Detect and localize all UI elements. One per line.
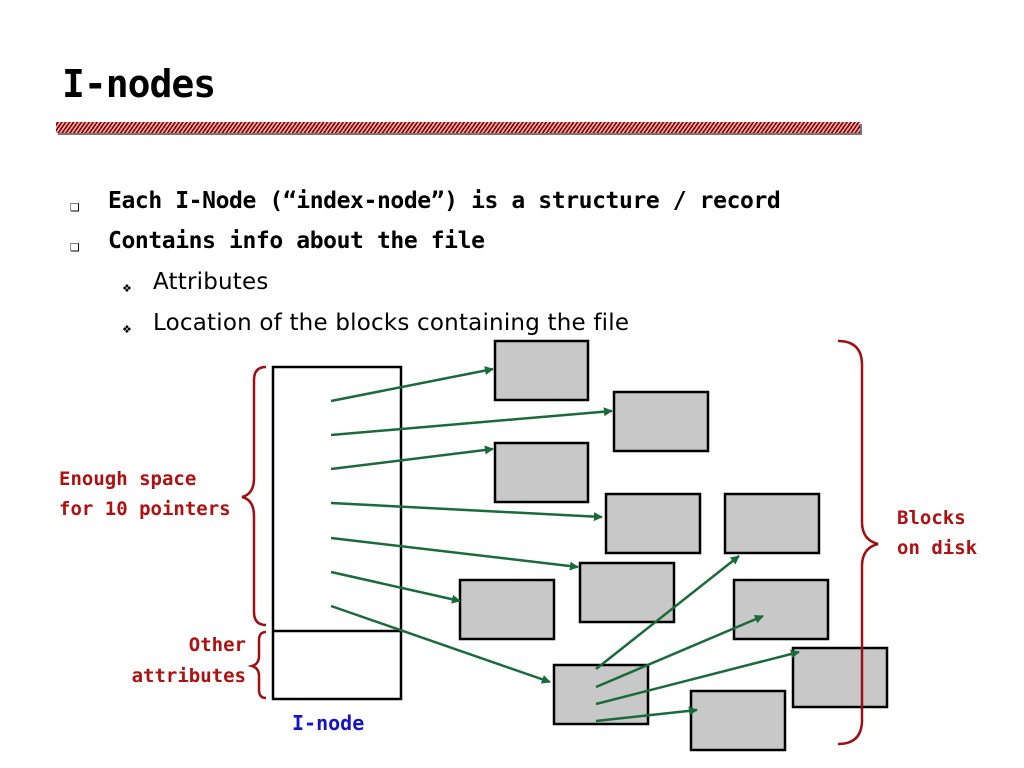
slide-title: I-nodes xyxy=(62,62,216,106)
indirect-arrow-3 xyxy=(595,649,800,706)
inode-box xyxy=(271,365,403,701)
disk-block-1 xyxy=(493,339,590,402)
blocks-label-line1: Blocks xyxy=(897,507,966,529)
attributes-label-line2: attributes xyxy=(131,665,246,687)
pointer-arrow-1 xyxy=(330,366,494,403)
pointer-arrow-4 xyxy=(330,501,603,522)
disk-block-3 xyxy=(493,441,590,504)
blocks-brace xyxy=(837,339,879,746)
bullet-marker-2: ❑ xyxy=(70,241,80,254)
disk-block-10 xyxy=(689,689,787,752)
pointer-arrow-7 xyxy=(330,604,551,684)
disk-block-2 xyxy=(612,390,710,453)
pointer-arrow-5 xyxy=(330,536,579,571)
indirect-arrow-4 xyxy=(595,706,698,723)
blocks-label-line2: on disk xyxy=(897,537,978,559)
pointer-arrow-3 xyxy=(330,445,494,471)
pointer-arrow-2 xyxy=(330,407,613,437)
sub-bullet-1: Attributes xyxy=(153,269,269,295)
indirect-arrow-1 xyxy=(595,555,740,670)
attributes-brace xyxy=(247,630,267,700)
disk-blocks xyxy=(458,339,889,752)
indirect-arrow-2 xyxy=(595,614,764,689)
title-underline xyxy=(56,122,860,133)
disk-block-8 xyxy=(732,578,830,641)
pointer-arrows xyxy=(330,366,800,723)
sub-bullet-2: Location of the blocks containing the fi… xyxy=(153,310,630,336)
disk-block-6 xyxy=(578,561,676,624)
bullet-1: Each I-Node (“index-node”) is a structur… xyxy=(108,188,781,214)
disk-block-9 xyxy=(791,646,889,709)
pointers-label-line2: for 10 pointers xyxy=(59,498,231,520)
bullet-marker-1: ❑ xyxy=(70,201,80,214)
pointers-label-line1: Enough space xyxy=(59,468,197,490)
bullet-2: Contains info about the file xyxy=(108,228,485,254)
inode-label: I-node xyxy=(292,711,365,735)
disk-block-7 xyxy=(458,578,556,641)
attributes-label-line1: Other xyxy=(188,634,246,656)
pointer-arrow-6 xyxy=(330,570,461,604)
pointers-brace xyxy=(241,365,267,627)
disk-block-4 xyxy=(604,492,702,555)
sub-bullet-marker-2: ❖ xyxy=(122,323,132,336)
disk-block-5 xyxy=(723,492,821,555)
sub-bullet-marker-1: ❖ xyxy=(122,282,132,295)
